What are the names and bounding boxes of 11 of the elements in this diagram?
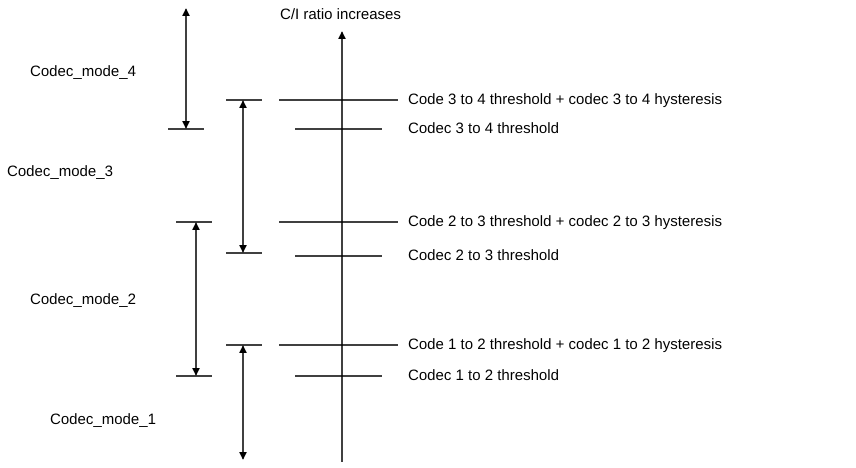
mode-label: Codec_mode_1 bbox=[50, 411, 156, 429]
threshold-label: Codec 1 to 2 threshold bbox=[408, 367, 559, 385]
mode-label: Codec_mode_2 bbox=[30, 291, 136, 309]
threshold-label: Codec 2 to 3 threshold bbox=[408, 247, 559, 265]
threshold-label: Codec 3 to 4 threshold bbox=[408, 120, 559, 138]
threshold-label: Code 1 to 2 threshold + codec 1 to 2 hysteresis bbox=[408, 336, 722, 354]
mode-label: Codec_mode_3 bbox=[7, 163, 113, 181]
mode-label: Codec_mode_4 bbox=[30, 63, 136, 81]
threshold-label: Code 3 to 4 threshold + codec 3 to 4 hysteresis bbox=[408, 91, 722, 109]
threshold-label: Code 2 to 3 threshold + codec 2 to 3 hysteresis bbox=[408, 213, 722, 231]
axis-label: C/I ratio increases bbox=[280, 6, 401, 24]
